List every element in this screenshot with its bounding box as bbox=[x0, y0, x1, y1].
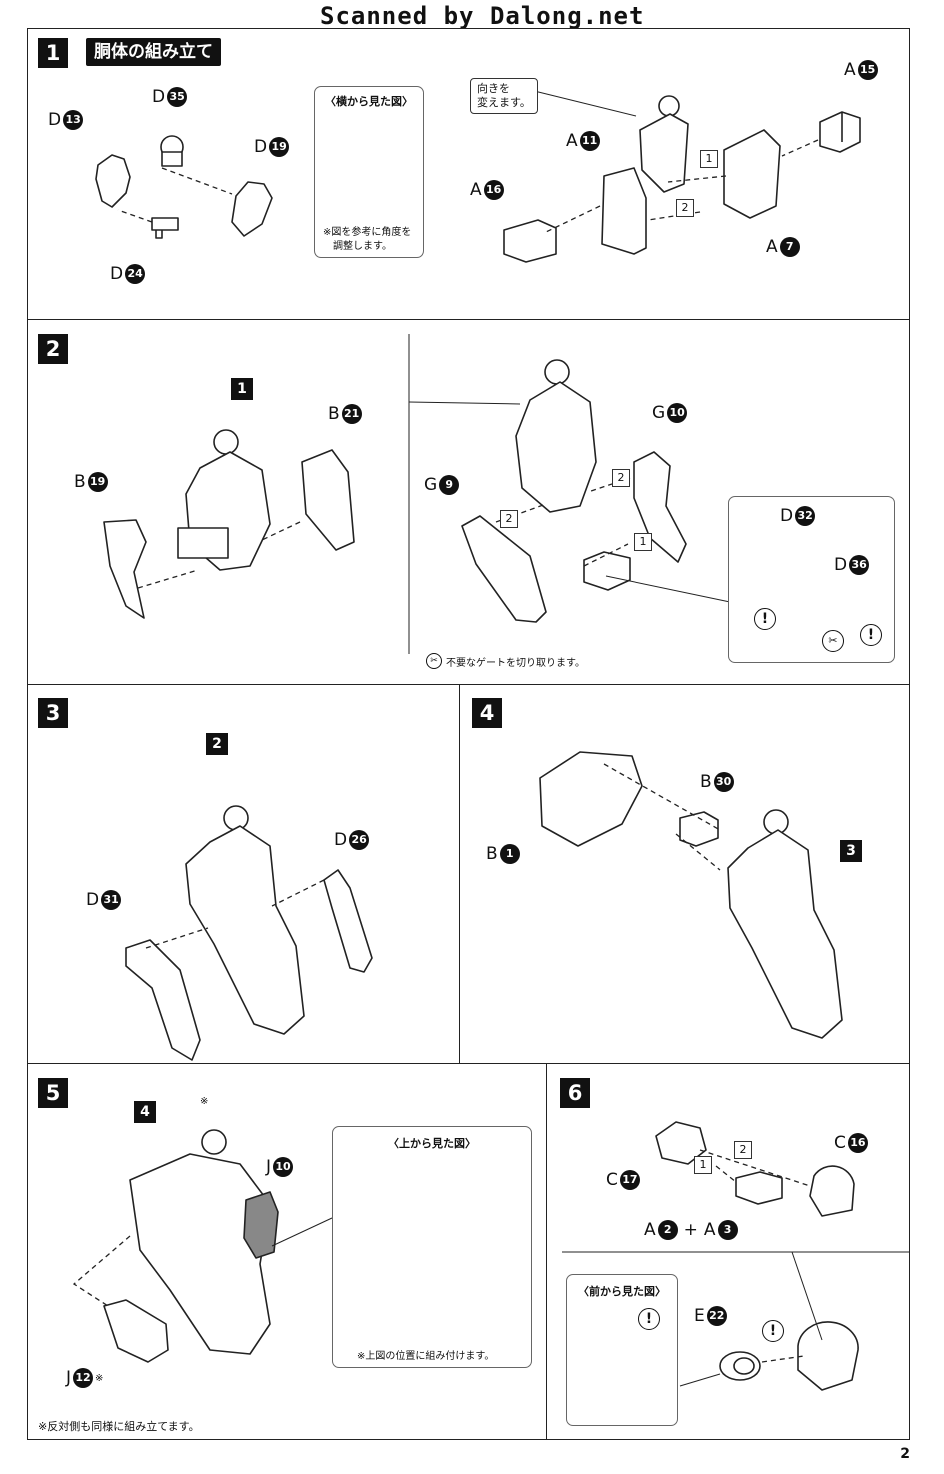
top-view-box: 〈上から見た図〉 ※上図の位置に組み付けます。 bbox=[332, 1126, 532, 1368]
step-6-number: 6 bbox=[560, 1078, 590, 1108]
step-4-number: 4 bbox=[472, 698, 502, 728]
gate-note-text: 不要なゲートを切り取ります。 bbox=[446, 657, 585, 669]
gate-note: ✂ 不要なゲートを切り取ります。 bbox=[426, 653, 585, 669]
part-d26-illustration bbox=[323, 869, 373, 973]
part-c17-illustration bbox=[655, 1121, 707, 1165]
order-marker-2: 2 bbox=[676, 199, 694, 217]
step2-left-assembly bbox=[177, 429, 271, 571]
step6-order-2: 2 bbox=[734, 1141, 752, 1159]
step3-assembly bbox=[185, 805, 305, 1035]
top-view-note: ※上図の位置に組み付けます。 bbox=[357, 1351, 495, 1362]
part-b1-illustration bbox=[539, 751, 643, 847]
front-view-title: 〈前から見た図〉 bbox=[578, 1285, 666, 1298]
step-4-base-ref: 3 bbox=[840, 840, 862, 862]
both-sides-note: ※反対側も同様に組み立てます。 bbox=[38, 1420, 200, 1433]
step-5-number: 5 bbox=[38, 1078, 68, 1108]
hip-joint-illustration bbox=[583, 551, 631, 591]
part-d13-illustration bbox=[95, 154, 131, 208]
step2-order-2a: 2 bbox=[612, 469, 630, 487]
part-d35-illustration bbox=[160, 135, 184, 167]
caution-icon: ! bbox=[638, 1308, 660, 1330]
cut-gate-icon: ✂ bbox=[426, 653, 442, 669]
side-view-box: 〈横から見た図〉 ※図を参考に角度を 調整します。 bbox=[314, 86, 424, 258]
top-view-title: 〈上から見た図〉 bbox=[388, 1137, 476, 1150]
part-e22-illustration bbox=[719, 1351, 761, 1381]
step4-assembly bbox=[727, 809, 843, 1039]
part-j10-illustration bbox=[243, 1191, 279, 1259]
part-c16-illustration bbox=[809, 1165, 855, 1217]
step-1-number: 1 bbox=[38, 38, 68, 68]
part-j12-illustration bbox=[103, 1299, 169, 1363]
cut-gate-icon: ✂ bbox=[822, 630, 844, 652]
part-g9-illustration bbox=[461, 515, 547, 623]
step5-assembly bbox=[129, 1129, 271, 1355]
part-d31-illustration bbox=[125, 939, 201, 1061]
step2-order-1: 1 bbox=[634, 533, 652, 551]
part-b30-illustration bbox=[679, 811, 719, 847]
scan-credit: Scanned by Dalong.net bbox=[320, 2, 645, 30]
orientation-line1: 向きを bbox=[477, 82, 510, 95]
step-2-number: 2 bbox=[38, 334, 68, 364]
step2-right-assembly bbox=[515, 359, 597, 513]
joint-piece-illustration bbox=[735, 1171, 783, 1205]
step2-order-2b: 2 bbox=[500, 510, 518, 528]
asterisk-mark: ※ bbox=[200, 1096, 209, 1107]
side-view-note-line2: 調整します。 bbox=[333, 241, 392, 252]
order-marker-1: 1 bbox=[700, 150, 718, 168]
part-d19-illustration bbox=[231, 181, 273, 237]
part-d24-illustration bbox=[151, 217, 179, 239]
page-number: 2 bbox=[900, 1446, 910, 1462]
step-2-base-ref: 1 bbox=[231, 378, 253, 400]
orientation-callout: 向きを 変えます。 bbox=[470, 78, 538, 114]
part-a16-illustration bbox=[503, 219, 557, 263]
caution-icon: ! bbox=[860, 624, 882, 646]
front-view-box: 〈前から見た図〉 bbox=[566, 1274, 678, 1426]
part-b21-illustration bbox=[301, 449, 355, 551]
part-a15-illustration bbox=[819, 111, 861, 153]
step-5-base-ref: 4 bbox=[134, 1101, 156, 1123]
part-a7-illustration bbox=[723, 129, 781, 219]
part-g10-illustration bbox=[633, 451, 687, 563]
part-a11-illustration bbox=[601, 167, 647, 255]
caution-icon: ! bbox=[762, 1320, 784, 1342]
step-1-title: 胴体の組み立て bbox=[86, 38, 221, 66]
torso-reoriented-illustration bbox=[639, 95, 689, 193]
side-view-note-line1: ※図を参考に角度を bbox=[323, 227, 412, 238]
side-view-title: 〈横から見た図〉 bbox=[325, 95, 413, 108]
head-assembly-illustration bbox=[797, 1321, 859, 1391]
caution-icon: ! bbox=[754, 608, 776, 630]
step-3-number: 3 bbox=[38, 698, 68, 728]
step-3-base-ref: 2 bbox=[206, 733, 228, 755]
part-b19-illustration bbox=[103, 519, 147, 619]
step6-order-1: 1 bbox=[694, 1156, 712, 1174]
orientation-line2: 変えます。 bbox=[477, 96, 531, 109]
